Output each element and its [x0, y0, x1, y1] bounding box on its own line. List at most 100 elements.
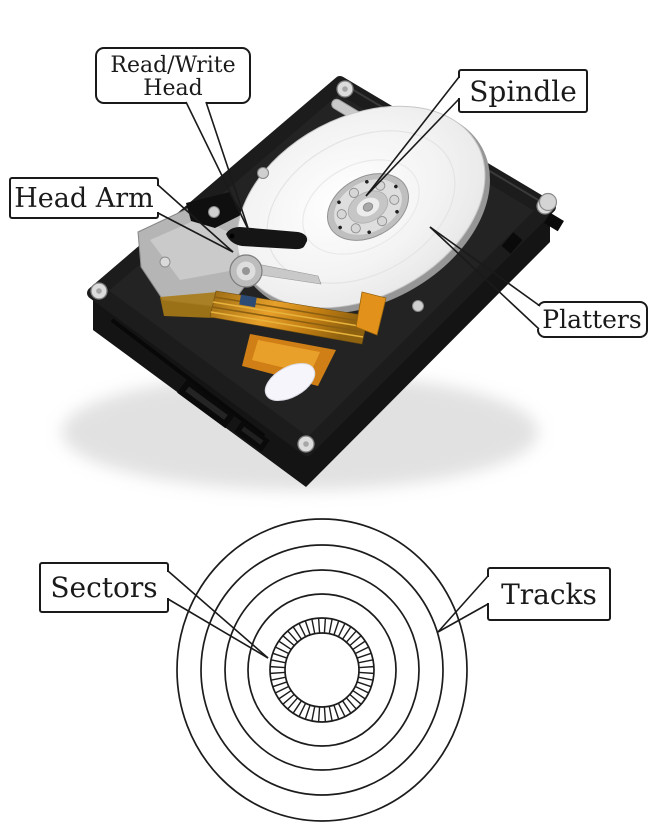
- leader-line: [157, 184, 234, 253]
- sector-tick: [328, 619, 333, 634]
- deck-screws: [159, 167, 424, 312]
- sector-tick: [298, 703, 307, 717]
- sector-tick: [317, 707, 321, 722]
- sata-data-connector: [234, 420, 270, 452]
- pcb-component: [239, 294, 257, 308]
- sector-tick: [311, 706, 316, 721]
- sector-tick: [342, 626, 352, 640]
- sector-tick: [333, 705, 340, 719]
- border-break: [186, 100, 206, 105]
- callout-sectors: Sectors: [39, 562, 269, 659]
- sector-tick: [323, 618, 327, 633]
- flex-bracket: [355, 291, 387, 336]
- sata-power-connector: [177, 379, 235, 429]
- sector-ring-outer: [269, 617, 375, 723]
- spindle-hub: [327, 173, 409, 241]
- track-circle-4: [247, 593, 397, 747]
- sector-tick: [287, 630, 298, 643]
- sector-tick: [270, 671, 285, 675]
- edge-notch: [501, 232, 523, 254]
- sector-ticks: [270, 618, 374, 722]
- sector-tick: [304, 621, 311, 635]
- sector-tick: [298, 623, 307, 637]
- leader-line: [157, 212, 234, 253]
- actuator-pivot: [229, 254, 263, 288]
- spindle-center-screw: [362, 202, 374, 212]
- sector-tick: [352, 640, 366, 650]
- sector-tick: [359, 665, 374, 669]
- chassis-side-rail: [110, 318, 266, 438]
- read-write-head-label-line2: Head: [143, 76, 202, 101]
- sector-tick: [342, 700, 352, 714]
- sector-tick: [317, 618, 321, 633]
- sector-tick: [337, 703, 346, 717]
- sector-tick: [282, 694, 295, 705]
- leader-line: [365, 98, 460, 197]
- platter-sheen-ring-outer: [266, 130, 456, 284]
- sector-tick: [358, 659, 373, 664]
- border-break: [155, 186, 161, 212]
- actuator-plate-highlight: [150, 218, 240, 280]
- sector-ring-inner: [284, 632, 360, 708]
- sector-tick: [292, 700, 302, 714]
- hub-dot: [395, 209, 399, 214]
- sector-tick: [352, 690, 366, 700]
- sector-tick: [270, 665, 285, 669]
- track-circle-1: [176, 518, 468, 822]
- platter-sheen-ring-inner: [302, 159, 420, 255]
- sector-tick: [275, 646, 289, 655]
- callout-head-arm: Head Arm: [9, 177, 234, 253]
- disk-schematic: [176, 518, 468, 822]
- sector-tick: [346, 697, 357, 710]
- tracks-label: Tracks: [501, 578, 597, 611]
- spindle-label: Spindle: [469, 75, 577, 108]
- head-arm-paddle: [226, 227, 308, 250]
- leader-line: [205, 101, 250, 232]
- sector-tick: [271, 676, 286, 681]
- read-write-head-slider: [229, 233, 235, 239]
- corner-standoff: [538, 192, 558, 212]
- leader-line: [437, 575, 489, 633]
- sector-tick: [337, 623, 346, 637]
- leader-line: [167, 570, 269, 659]
- sector-tick: [273, 681, 287, 688]
- track-circle-2: [200, 544, 444, 796]
- oval-sticker: [264, 362, 316, 402]
- leader-line: [365, 76, 460, 197]
- sector-tick: [273, 652, 287, 659]
- head-arm-label: Head Arm: [14, 183, 154, 214]
- callout-tracks: Tracks: [437, 567, 611, 633]
- sector-tick: [287, 697, 298, 710]
- sector-tick: [323, 707, 327, 722]
- sector-tick: [346, 630, 357, 643]
- sector-tick: [304, 705, 311, 719]
- sector-tick: [355, 685, 369, 694]
- hdd-photo: [62, 76, 564, 490]
- hub-dot: [367, 230, 371, 235]
- read-write-head-label-box: [95, 47, 251, 104]
- sector-tick: [292, 626, 302, 640]
- hub-dot: [365, 179, 369, 184]
- sector-tick: [278, 690, 292, 700]
- sector-tick: [349, 694, 362, 705]
- callout-platters: Platters: [429, 226, 648, 338]
- border-break: [485, 577, 491, 603]
- sector-tick: [349, 635, 362, 646]
- sector-tick: [358, 676, 373, 681]
- read-write-head-label: Read/Write: [110, 53, 235, 78]
- platters-label: Platters: [542, 305, 641, 334]
- jumper-tab: [544, 212, 564, 232]
- leader-line: [429, 226, 541, 307]
- leader-line: [429, 226, 540, 330]
- sector-tick: [311, 619, 316, 634]
- border-break: [165, 572, 171, 598]
- border-break: [535, 306, 541, 329]
- sector-tick: [275, 685, 289, 694]
- callout-read-write-head: Read/Write Head: [95, 47, 251, 232]
- sector-tick: [357, 652, 371, 659]
- sector-tick: [278, 640, 292, 650]
- hub-dot: [338, 225, 342, 230]
- hub-dot: [337, 200, 341, 205]
- callout-spindle: Spindle: [365, 69, 588, 197]
